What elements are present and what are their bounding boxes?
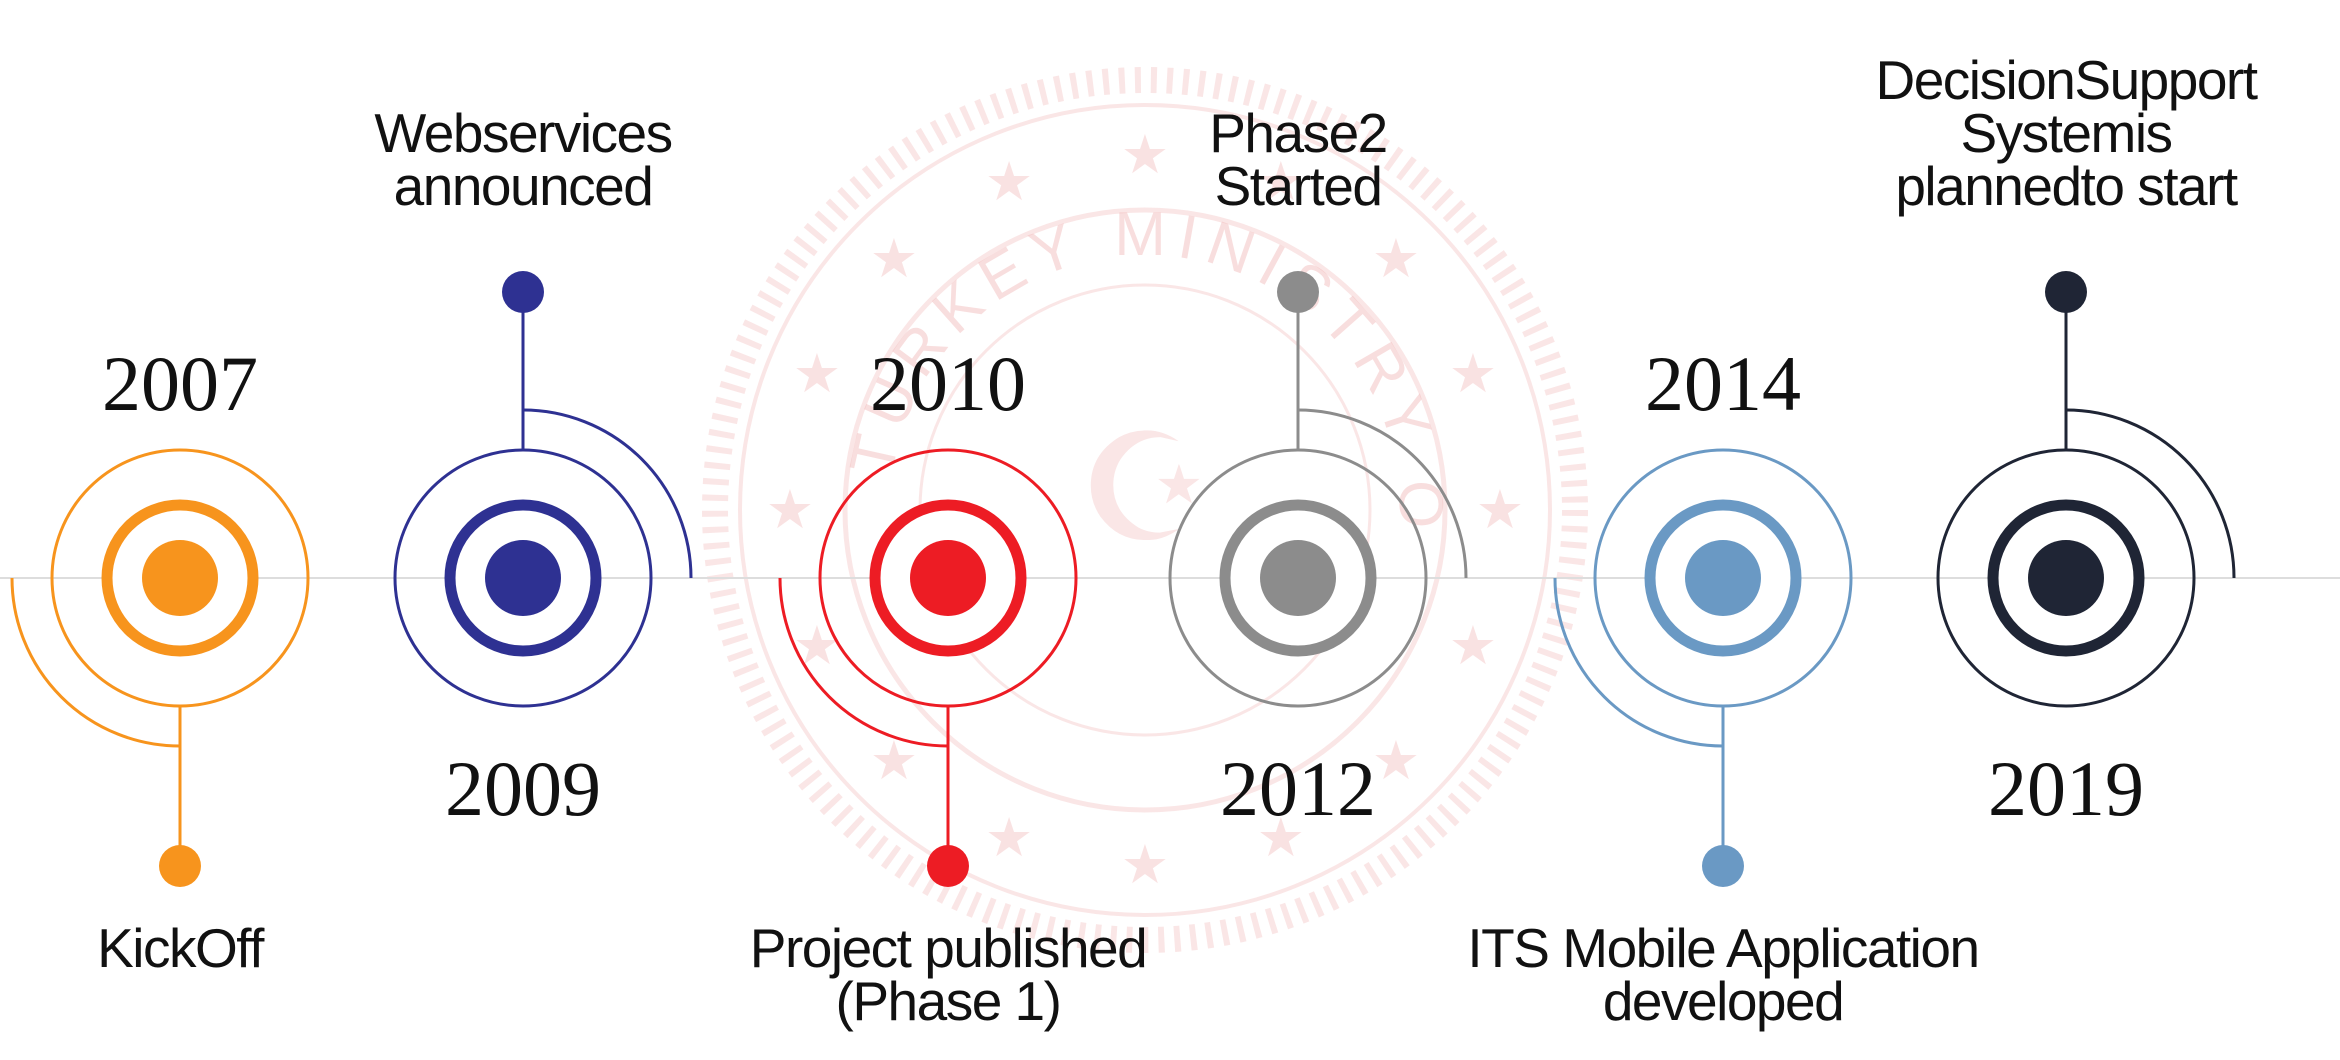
svg-text:★: ★ [1257,150,1305,213]
svg-text:★: ★ [793,614,841,677]
connector-dot [927,845,969,887]
svg-text:★: ★ [870,729,918,792]
milestone-description: Project published(Phase 1) [750,917,1146,1032]
accent-arc [10,577,181,748]
accent-arc [778,577,949,748]
accent-arc [2065,408,2236,579]
year-label: 2010 [870,340,1026,427]
svg-text:★: ★ [793,342,841,405]
svg-text:★: ★ [766,478,814,541]
svg-text:★: ★ [870,227,918,290]
year-label: 2007 [102,340,258,427]
svg-text:★: ★ [1449,342,1497,405]
center-dot [1260,540,1336,616]
svg-text:★: ★ [1449,614,1497,677]
year-label: 2019 [1988,745,2144,832]
connector-dot [1702,845,1744,887]
center-dot [142,540,218,616]
svg-text:☪: ☪ [1078,402,1212,576]
connector-dot [1277,271,1319,313]
accent-arc [1553,577,1724,748]
accent-arc [522,408,693,579]
svg-text:★: ★ [1257,806,1305,869]
accent-arc [1297,408,1468,579]
connector-dot [2045,271,2087,313]
svg-text:★: ★ [985,806,1033,869]
svg-text:★: ★ [1121,123,1169,186]
year-label: 2009 [445,745,601,832]
svg-text:★: ★ [985,150,1033,213]
center-dot [2028,540,2104,616]
connector-dot [502,271,544,313]
year-label: 2012 [1220,745,1376,832]
svg-text:★: ★ [1121,833,1169,896]
year-label: 2014 [1645,340,1801,427]
svg-text:★: ★ [1372,227,1420,290]
milestone-description: KickOff [97,917,265,979]
center-dot [910,540,986,616]
svg-text:★: ★ [1372,729,1420,792]
center-dot [485,540,561,616]
connector-dot [159,845,201,887]
svg-text:★: ★ [1476,478,1524,541]
center-dot [1685,540,1761,616]
